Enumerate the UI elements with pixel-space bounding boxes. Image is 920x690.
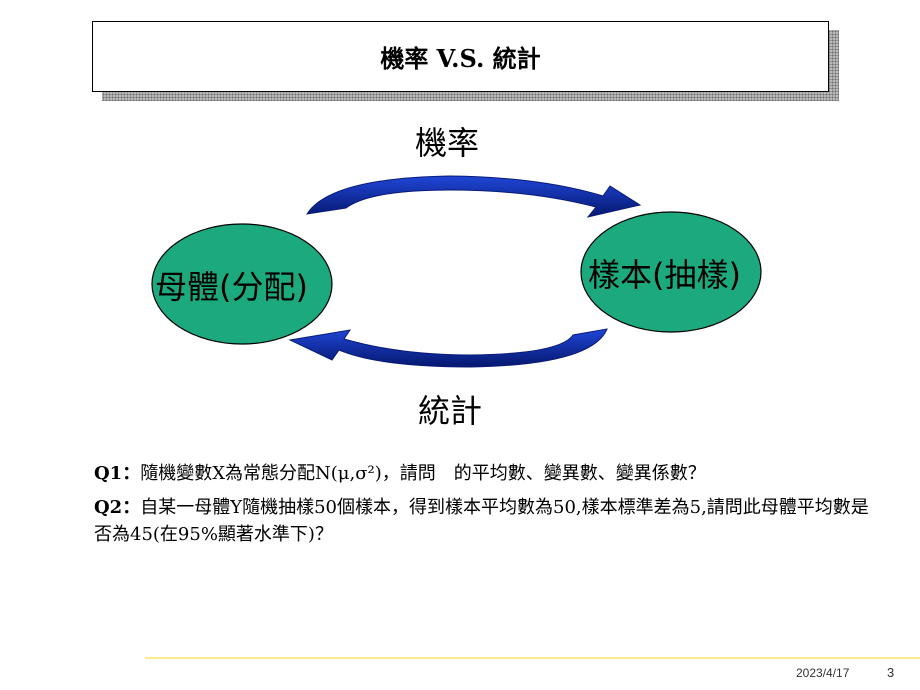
footer-divider [145, 657, 920, 659]
page-number: 3 [887, 665, 895, 680]
question-1: Q1：隨機變數X為常態分配N(μ,σ²)，請問 的平均數、變異數、變異係數？ [94, 460, 874, 487]
footer-date: 2023/4/17 [796, 666, 850, 680]
title-box: 機率 V.S. 統計 [92, 21, 829, 92]
slide-title: 機率 V.S. 統計 [380, 44, 541, 73]
question-2-text: 自某一母體Y隨機抽樣50個樣本，得到樣本平均數為50,樣本標準差為5,請問此母體… [94, 497, 869, 545]
sample-node [580, 211, 762, 333]
bottom-curved-arrow [288, 328, 608, 368]
probability-label: 機率 [415, 124, 480, 162]
population-node [151, 223, 333, 345]
statistics-label: 統計 [418, 392, 483, 430]
question-2: Q2：自某一母體Y隨機抽樣50個樣本，得到樣本平均數為50,樣本標準差為5,請問… [94, 494, 874, 548]
questions: Q1：隨機變數X為常態分配N(μ,σ²)，請問 的平均數、變異數、變異係數？ Q… [94, 460, 874, 555]
sample-node-label: 樣本(抽樣) [588, 256, 741, 294]
population-node-label: 母體(分配) [155, 268, 308, 306]
question-1-label: Q1： [94, 463, 141, 484]
question-1-text: 隨機變數X為常態分配N(μ,σ²)，請問 的平均數、變異數、變異係數？ [140, 463, 706, 484]
top-curved-arrow [305, 175, 642, 218]
question-2-label: Q2： [94, 497, 141, 518]
